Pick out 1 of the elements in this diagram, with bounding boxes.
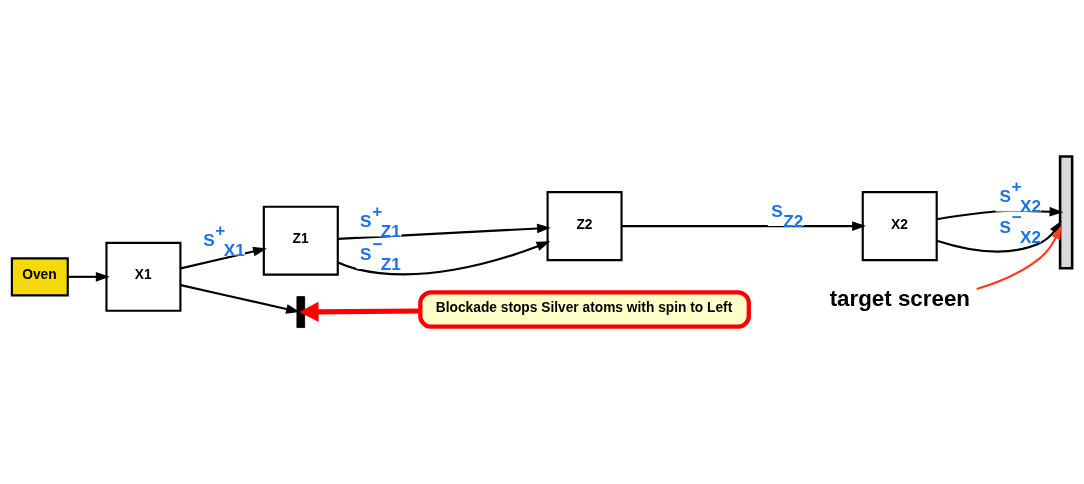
node-text: target screen <box>829 286 970 312</box>
